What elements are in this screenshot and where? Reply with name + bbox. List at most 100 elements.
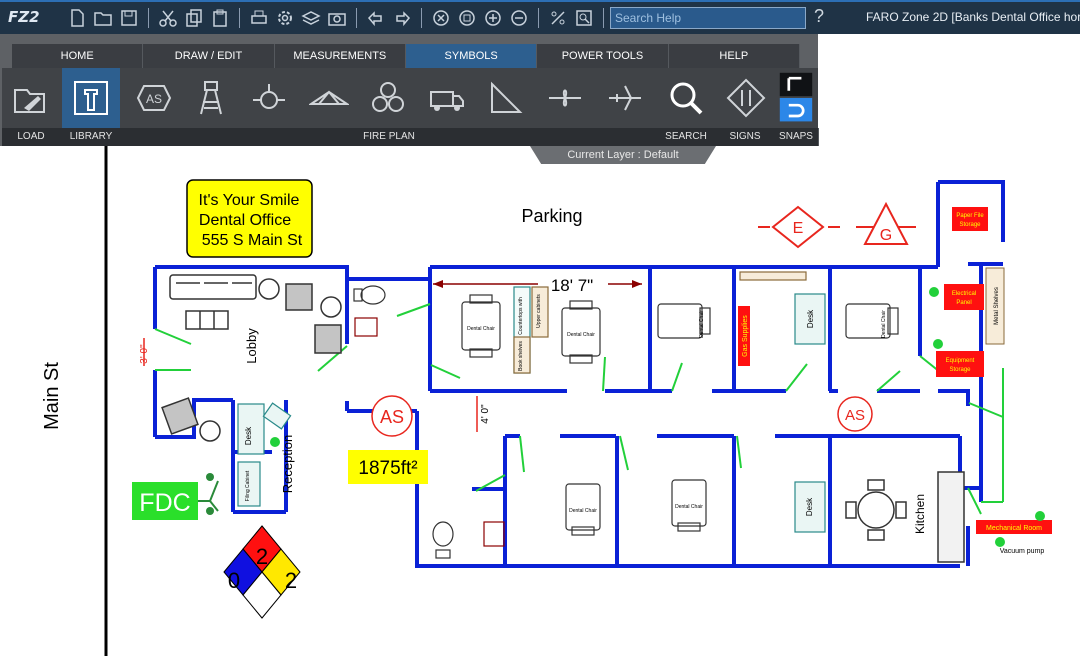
road-sign-icon [726,78,766,118]
search-symbols-button[interactable] [660,68,712,128]
fdc-symbol: FDC [132,473,219,520]
zoom-window-icon[interactable] [456,7,478,29]
svg-text:AS: AS [845,407,865,424]
zoom-in-icon[interactable] [482,7,504,29]
jet-aircraft-icon [609,85,641,111]
svg-text:Vacuum pump: Vacuum pump [1000,548,1045,555]
library-button[interactable] [62,68,120,128]
settings-gear-icon[interactable] [274,7,296,29]
tab-power-tools[interactable]: POWER TOOLS [537,44,669,68]
svg-text:0: 0 [228,568,240,593]
toolbar-separator [421,8,422,28]
layers-icon[interactable] [300,7,322,29]
alarm-station-symbol[interactable]: AS [126,68,182,128]
kitchen-furniture [845,471,965,563]
parking-label: Parking [521,206,582,226]
paste-icon[interactable] [209,7,231,29]
utility-labels: Paper File Storage Electrical Panel Equi… [929,207,1052,555]
counter-label: Countertops with [518,297,524,335]
signs-button[interactable] [718,68,774,128]
ambulance-icon [430,91,464,111]
dimension-lines: 18' 7" 3' 0" 4' 0" [139,272,642,432]
window-title: FARO Zone 2D [Banks Dental Office horiz [866,10,1080,24]
as-symbol-icon: AS [136,85,172,111]
drawing-canvas[interactable]: Main St It's Your Smile Dental Office 55… [0,146,1080,656]
print-icon[interactable] [248,7,270,29]
office-sign [186,179,313,258]
truss-symbol[interactable] [298,68,360,128]
camera-icon[interactable] [326,7,348,29]
svg-text:Panel: Panel [956,300,971,306]
propeller-icon [549,89,581,107]
water-tower-symbol[interactable] [182,68,240,128]
exit-marker: E [758,205,840,249]
alarm-station-right: AS [837,396,873,432]
area-badge [348,450,428,484]
cut-icon[interactable] [157,7,179,29]
building-walls [153,180,1005,568]
svg-text:Mechanical Room: Mechanical Room [986,525,1042,532]
undo-icon[interactable] [365,7,387,29]
desk-label-1: Desk [806,309,815,328]
copy-icon[interactable] [183,7,205,29]
water-tower-icon [200,81,222,115]
save-icon[interactable] [118,7,140,29]
area-text: 1875ft² [358,458,417,479]
alarm-station-left: AS [371,395,413,437]
group-fire-plan: FIRE PLAN [122,128,657,146]
kitchen-label: Kitchen [913,494,927,534]
app-logo[interactable]: FZ2 [8,8,40,26]
search-help-input[interactable] [610,7,806,29]
new-document-icon[interactable] [66,7,88,29]
desk-label-reception: Desk [244,426,253,445]
dental-chair-label-2: Dental Chair [567,332,595,338]
search-icon [670,82,703,115]
svg-text:E: E [793,220,804,237]
load-symbols-button[interactable] [2,68,58,128]
tab-help[interactable]: HELP [668,44,800,68]
slope-symbol[interactable] [478,68,534,128]
snap-percent-icon[interactable] [547,7,569,29]
svg-text:Metal Shelves: Metal Shelves [994,287,1000,325]
valve-symbol[interactable] [240,68,298,128]
dental-chair-label-1: Dental Chair [467,326,495,332]
group-library: LIBRARY [60,128,123,146]
slope-arrow-icon [491,81,523,113]
title-bar: FZ2 Fa ? FARO Zone 2D [Banks Dental Offi… [0,0,1080,34]
svg-text:AS: AS [380,407,404,427]
toolbar-separator [356,8,357,28]
truss-icon [309,90,349,105]
desk-label-2: Desk [805,497,814,516]
gas-marker: G [856,201,916,245]
toolbar-separator [239,8,240,28]
redo-icon[interactable] [391,7,413,29]
snaps-panel [778,68,814,128]
tab-measurements[interactable]: MEASUREMENTS [274,44,406,68]
ambulance-symbol[interactable] [416,68,478,128]
street-label: Main St [41,362,63,430]
tab-draw-edit[interactable]: DRAW / EDIT [143,44,275,68]
restroom-fixtures [353,285,505,559]
zoom-extents-icon[interactable] [430,7,452,29]
open-folder-icon[interactable] [92,7,114,29]
dental-chair-label-4: Dental Chair [881,310,887,338]
tab-symbols[interactable]: SYMBOLS [405,44,538,68]
upper-cabinet-label: Upper cabinets [536,294,542,328]
current-layer-indicator[interactable]: Current Layer : Default [530,146,716,164]
fire-extinguisher-icon [74,81,108,115]
tab-home[interactable]: HOME [12,44,144,68]
svg-text:Storage: Storage [949,367,971,373]
svg-text:Paper File: Paper File [956,213,984,219]
zoom-select-icon[interactable] [573,7,595,29]
svg-text:2: 2 [285,568,297,593]
help-icon[interactable]: ? [814,6,825,26]
office-sign-line-1: It's Your Smile [199,192,300,209]
zoom-out-icon[interactable] [508,7,530,29]
ribbon-tabs: HOME DRAW / EDIT MEASUREMENTS SYMBOLS PO… [12,44,800,68]
dental-chair-label-6: Dental Chair [675,504,703,510]
mid-hall-dimension: 4' 0" [480,404,491,424]
aircraft-symbol[interactable] [596,68,654,128]
propeller-symbol[interactable] [534,68,596,128]
biohazard-symbol[interactable] [360,68,416,128]
folder-rocket-icon [14,89,45,113]
